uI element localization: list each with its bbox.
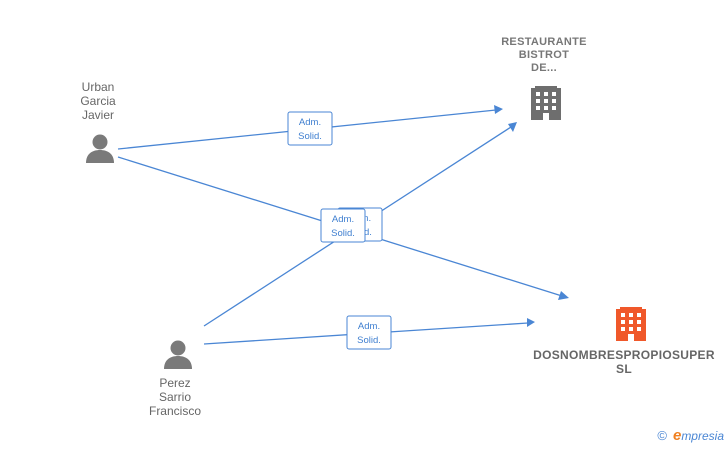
role-line-1: Adm.	[299, 117, 321, 128]
role-line-2: Solid.	[331, 228, 355, 239]
role-line-1: Adm.	[358, 321, 380, 332]
empresia-watermark: © empresia	[657, 427, 724, 444]
copyright-symbol: ©	[657, 428, 667, 443]
arrowhead-urban-restaurante	[494, 105, 503, 114]
role-label-urban-restaurante[interactable]: Adm. Solid.	[287, 111, 333, 146]
label-line: Urban	[81, 80, 115, 94]
label-line: Garcia	[80, 94, 116, 108]
label-line: BISTROT	[518, 49, 570, 61]
label-line: DOSNOMBRESPROPIOSUPER	[533, 348, 715, 362]
label-line: DE...	[531, 62, 557, 74]
person-icon[interactable]	[164, 340, 192, 370]
arrowhead-perez-restaurante	[508, 122, 517, 132]
label-line: Francisco	[148, 404, 201, 418]
person-label-urban[interactable]: Urban Garcia Javier	[58, 80, 138, 122]
company-label-restaurante[interactable]: RESTAURANTE BISTROT DE...	[488, 36, 600, 75]
label-line: SL	[616, 362, 632, 376]
arrowhead-perez-dosnombres	[527, 318, 535, 327]
building-icon[interactable]	[531, 86, 561, 120]
label-line: RESTAURANTE	[501, 36, 587, 48]
role-label-perez-restaurante[interactable]: Adm. Solid.	[320, 208, 366, 243]
label-line: Sarrio	[158, 390, 191, 404]
person-label-perez[interactable]: Perez Sarrio Francisco	[130, 376, 220, 418]
role-label-perez-dosnombres[interactable]: Adm. Solid.	[346, 315, 392, 350]
role-line-2: Solid.	[298, 131, 322, 142]
label-line: Javier	[81, 108, 114, 122]
role-line-2: Solid.	[357, 335, 381, 346]
brand-initial: e	[672, 427, 682, 444]
role-line-1: Adm.	[332, 214, 354, 225]
arrowhead-urban-dosnombres	[558, 291, 569, 300]
person-icon[interactable]	[86, 134, 114, 164]
brand-name: mpresia	[681, 429, 724, 443]
label-line: Perez	[159, 376, 191, 390]
building-icon-highlighted[interactable]	[616, 307, 646, 341]
company-label-dosnombres[interactable]: DOSNOMBRESPROPIOSUPER SL	[524, 348, 724, 376]
